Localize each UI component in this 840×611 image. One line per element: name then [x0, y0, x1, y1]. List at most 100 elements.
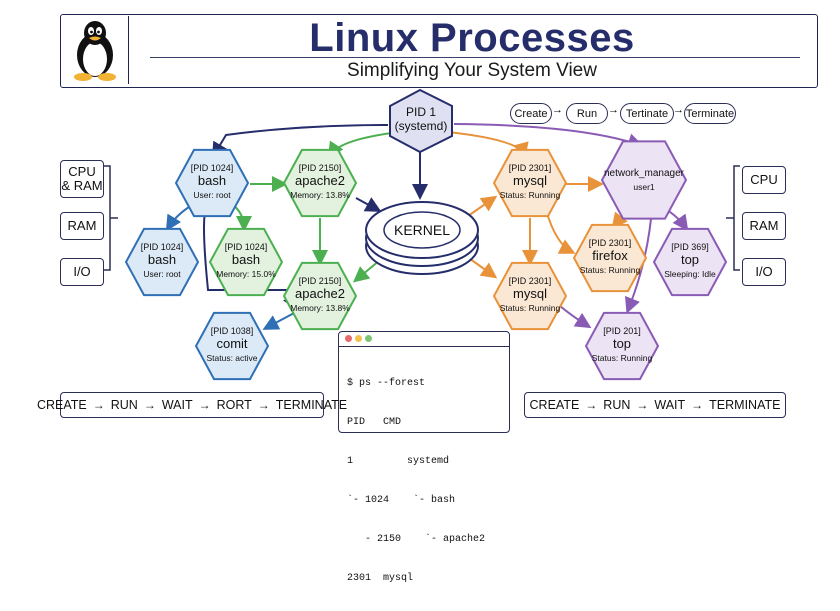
process-pid: [PID 2150]: [299, 163, 342, 173]
process-pid: [PID 369]: [671, 242, 709, 252]
lifecycle-step: RUN: [603, 398, 631, 412]
resource-left-ram: RAM: [60, 212, 104, 240]
process-status: Status: active: [206, 353, 257, 363]
kernel-label: KERNEL: [394, 222, 450, 238]
process-pid: [PID 2150]: [299, 276, 342, 286]
hexagon-shape: [208, 227, 284, 297]
resource-right-cpu: CPU: [742, 166, 786, 194]
edge-init-network: [453, 123, 644, 149]
edge-init-bash: [211, 124, 389, 159]
minimize-dot-icon[interactable]: [355, 335, 362, 342]
edge-apache-comit: [262, 311, 297, 330]
process-pid: [PID 1038]: [211, 326, 254, 336]
resource-right-io: I/O: [742, 258, 786, 286]
arrow-right-icon: →: [608, 104, 619, 116]
process-name: apache2: [295, 286, 345, 301]
edge-kernel-mysql: [467, 195, 498, 217]
arrow-right-icon: →: [552, 104, 563, 116]
process-status: Memory: 15.0%: [216, 269, 276, 279]
maximize-dot-icon[interactable]: [365, 335, 372, 342]
header-frame: [60, 14, 818, 88]
process-status: User: root: [193, 190, 231, 200]
process-diagram: PID 1 (systemd) KERNEL [PID 1024]bashUse…: [104, 88, 740, 381]
title-divider: [150, 57, 800, 58]
edge-apache-kernel: [355, 197, 382, 212]
process-name: bash: [232, 252, 260, 267]
lifecycle-bottom-left: CREATE→ RUN→ WAIT→ RORT→ TERMINATE: [37, 392, 347, 418]
kernel-node[interactable]: KERNEL: [365, 201, 479, 275]
resource-bracket-right: [726, 165, 740, 271]
lifecycle-top-run: Run: [566, 103, 608, 124]
lifecycle-step: RUN: [110, 398, 138, 412]
page-subtitle: Simplifying Your System View: [347, 60, 597, 81]
resource-left-cpu-ram: CPU & RAM: [60, 160, 104, 198]
terminal-line: $ ps --forest: [347, 378, 426, 389]
page-title: Linux Processes: [309, 16, 635, 60]
process-name: apache2: [295, 173, 345, 188]
terminal-output: $ ps --forest PID CMD 1 systemd `- 1024 …: [339, 347, 509, 611]
process-pid: [PID 2301]: [509, 163, 552, 173]
lifecycle-step: TERMINATE: [709, 398, 781, 412]
resource-left-io: I/O: [60, 258, 104, 286]
arrow-right-icon: →: [257, 398, 270, 412]
process-status: Sleeping: Idle: [664, 269, 716, 279]
terminal-line: PID CMD: [347, 417, 402, 428]
tux-penguin-icon: [74, 21, 116, 81]
process-status: user1: [633, 182, 655, 192]
process-pid: [PID 201]: [603, 326, 641, 336]
logo: [62, 16, 129, 84]
process-status: Status: Running: [500, 190, 561, 200]
process-status: Status: Running: [500, 303, 561, 313]
edge-mysql-firefox: [545, 209, 576, 254]
terminal-line: 2301 mysql: [347, 573, 414, 584]
edge-mysql-top: [559, 305, 592, 329]
process-pid: [PID 2301]: [589, 238, 632, 248]
init-node[interactable]: PID 1 (systemd): [389, 88, 453, 154]
process-status: Memory: 13.8%: [290, 303, 350, 313]
lifecycle-step: TERMINATE: [275, 398, 348, 412]
process-status: Memory: 13.8%: [290, 190, 350, 200]
process-name: network_manager: [604, 168, 685, 179]
process-name: mysql: [513, 173, 547, 188]
process-status: Status: Running: [592, 353, 653, 363]
process-node-network-manager[interactable]: network_manager user1: [600, 140, 688, 220]
lifecycle-step: WAIT: [654, 398, 686, 412]
lifecycle-step: WAIT: [161, 398, 193, 412]
resource-right-ram: RAM: [742, 212, 786, 240]
process-pid: [PID 2301]: [509, 276, 552, 286]
lifecycle-step: CREATE: [36, 398, 87, 412]
process-pid: [PID 1024]: [141, 242, 184, 252]
arrow-right-icon: →: [673, 104, 684, 116]
process-pid: [PID 1024]: [225, 242, 268, 252]
terminal-titlebar: [339, 332, 509, 347]
process-name: mysql: [513, 286, 547, 301]
process-status: Status: Running: [580, 265, 641, 275]
terminal-line: - 2150 `- apache2: [347, 534, 486, 545]
lifecycle-top-tertinate: Tertinate: [620, 103, 674, 124]
process-name: top: [613, 336, 631, 351]
hexagon-shape: [194, 311, 270, 381]
hexagon-shape: [174, 148, 250, 218]
arrow-right-icon: →: [636, 398, 649, 412]
edge-bash-bash: [165, 204, 193, 232]
arrow-right-icon: →: [143, 398, 156, 412]
terminal-line: 1 systemd: [347, 456, 450, 467]
lifecycle-step: CREATE: [529, 398, 580, 412]
process-name: bash: [198, 173, 226, 188]
hexagon-shape: [282, 261, 358, 331]
lifecycle-step: RORT: [216, 398, 252, 412]
close-dot-icon[interactable]: [345, 335, 352, 342]
resource-bracket-left: [104, 165, 118, 271]
arrow-right-icon: →: [691, 398, 704, 412]
